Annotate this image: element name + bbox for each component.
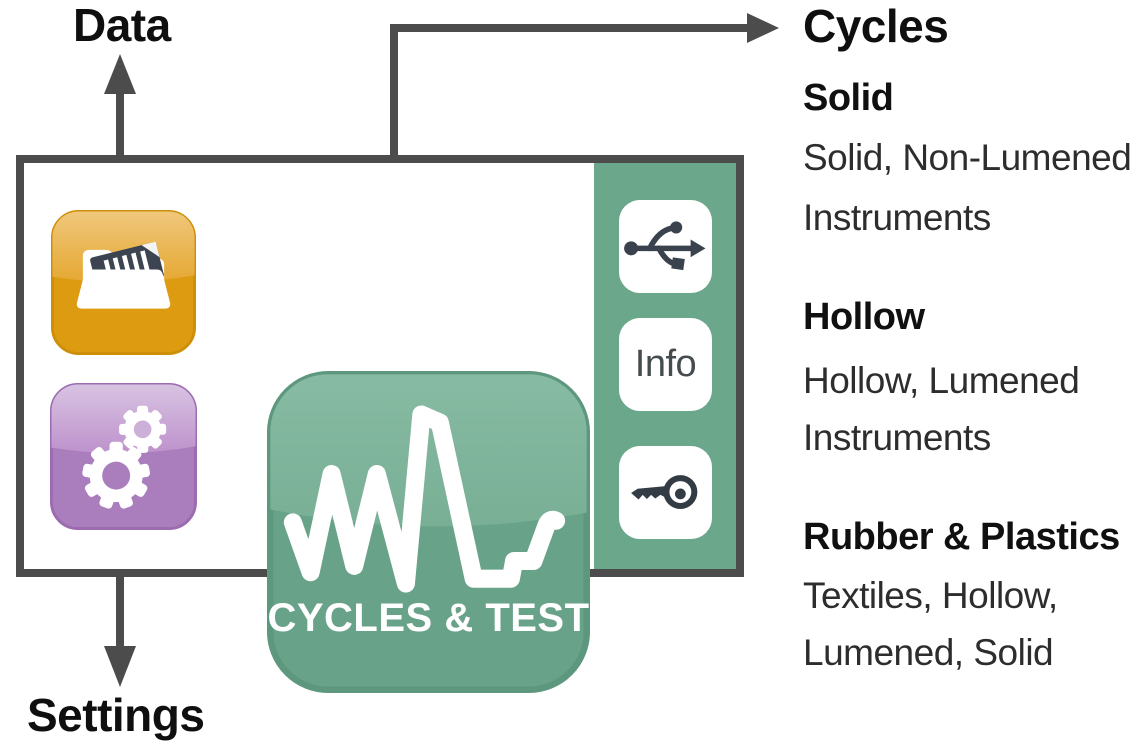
- folder-icon: [51, 210, 196, 355]
- legend-item-desc: Lumened, Solid: [803, 632, 1054, 673]
- side-button-bar: Info: [594, 163, 736, 569]
- legend-item-desc: Textiles, Hollow,: [803, 575, 1058, 616]
- settings-gears-button[interactable]: [50, 383, 197, 530]
- settings-arrow-head: [104, 646, 136, 687]
- data-callout-label: Data: [73, 0, 171, 51]
- legend-item-desc: Instruments: [803, 197, 991, 238]
- legend-item-name: Hollow: [803, 296, 925, 338]
- usb-button[interactable]: [619, 200, 712, 293]
- legend-item-desc: Hollow, Lumened: [803, 360, 1080, 401]
- cycles-test-label: CYCLES & TEST: [267, 596, 590, 641]
- cycles-test-button[interactable]: CYCLES & TEST: [267, 371, 590, 693]
- legend-item-name: Rubber & Plastics: [803, 516, 1120, 558]
- key-icon: [631, 475, 698, 510]
- legend-item-desc: Instruments: [803, 417, 991, 458]
- data-folder-button[interactable]: [50, 210, 197, 355]
- cycle-graph-icon: [267, 371, 590, 693]
- key-button[interactable]: [619, 446, 712, 539]
- info-button[interactable]: Info: [619, 318, 712, 411]
- data-arrow-head: [104, 54, 136, 94]
- usb-icon: [624, 221, 706, 271]
- legend-item-name: Solid: [803, 77, 894, 119]
- settings-callout-label: Settings: [27, 689, 205, 741]
- legend-item-desc: Solid, Non-Lumened: [803, 137, 1132, 178]
- info-label: Info: [634, 343, 697, 385]
- gears-icon: [50, 383, 197, 530]
- cycles-callout-label: Cycles: [803, 0, 949, 52]
- cycles-arrow-head: [747, 13, 779, 43]
- device-panel: CYCLES & TEST: [16, 155, 744, 693]
